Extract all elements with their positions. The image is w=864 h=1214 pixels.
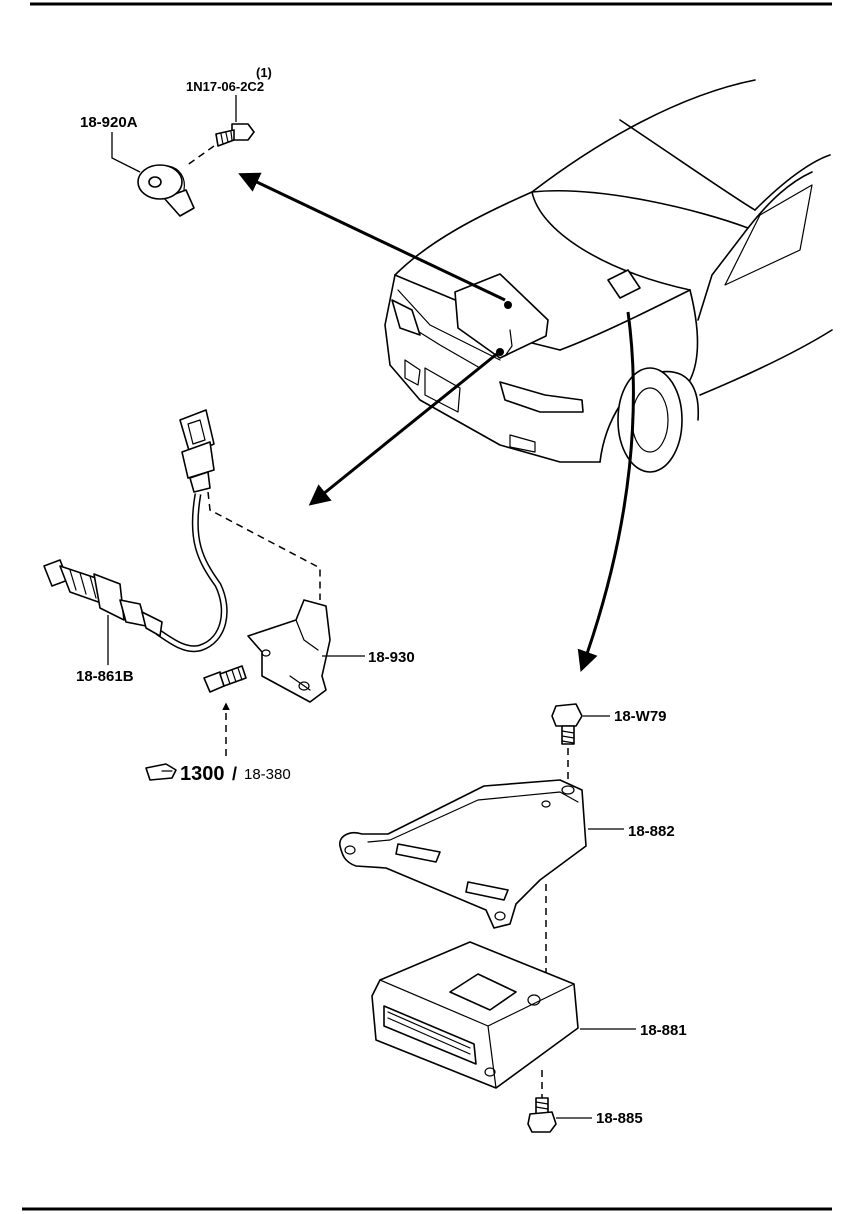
arrow-to-o2-sensor (308, 351, 499, 506)
o2-bracket-part (247, 599, 331, 703)
ecu-bottom-bolt (527, 1097, 557, 1133)
arrow-to-knock-sensor (238, 172, 506, 302)
reference-callout: 1300 / 18-380 (145, 763, 291, 785)
knock-bolt-qty: (1) (256, 65, 272, 80)
knock-sensor-bolt (215, 123, 255, 147)
ecu-bracket-label: 18-882 (628, 823, 675, 840)
knock-sensor-group: (1) 1N17-06-2C2 18-920A (80, 65, 272, 217)
o2-sensor-group: 18-861B 18-930 1300 / 18- (43, 409, 415, 785)
ecu-bracket-part (339, 779, 587, 929)
arrow-to-ecu (577, 311, 635, 672)
o2-sensor-label: 18-861B (76, 668, 134, 685)
o2-bracket-label: 18-930 (368, 649, 415, 666)
ecu-group: 18-W79 18-882 18-881 (339, 703, 687, 1133)
top-bolt-label: 18-W79 (614, 708, 667, 725)
o2-sensor-part (43, 559, 163, 637)
ecu-top-bolt (551, 703, 583, 745)
o2-connector (179, 409, 215, 493)
bottom-bolt-label: 18-885 (596, 1110, 643, 1127)
knock-sensor-label: 18-920A (80, 114, 138, 131)
o2-bracket-bolt (203, 665, 247, 693)
ref-main-number: 1300 (180, 763, 225, 785)
ecu-unit-label: 18-881 (640, 1022, 687, 1039)
knock-bolt-ref-label: 1N17-06-2C2 (186, 79, 264, 94)
vehicle-illustration (384, 79, 833, 473)
ref-separator: / (232, 764, 237, 784)
pointing-hand-icon (145, 763, 177, 781)
ref-sub-number: 18-380 (244, 766, 291, 783)
knock-sensor-part (137, 164, 195, 217)
ecu-unit-part (371, 941, 579, 1089)
